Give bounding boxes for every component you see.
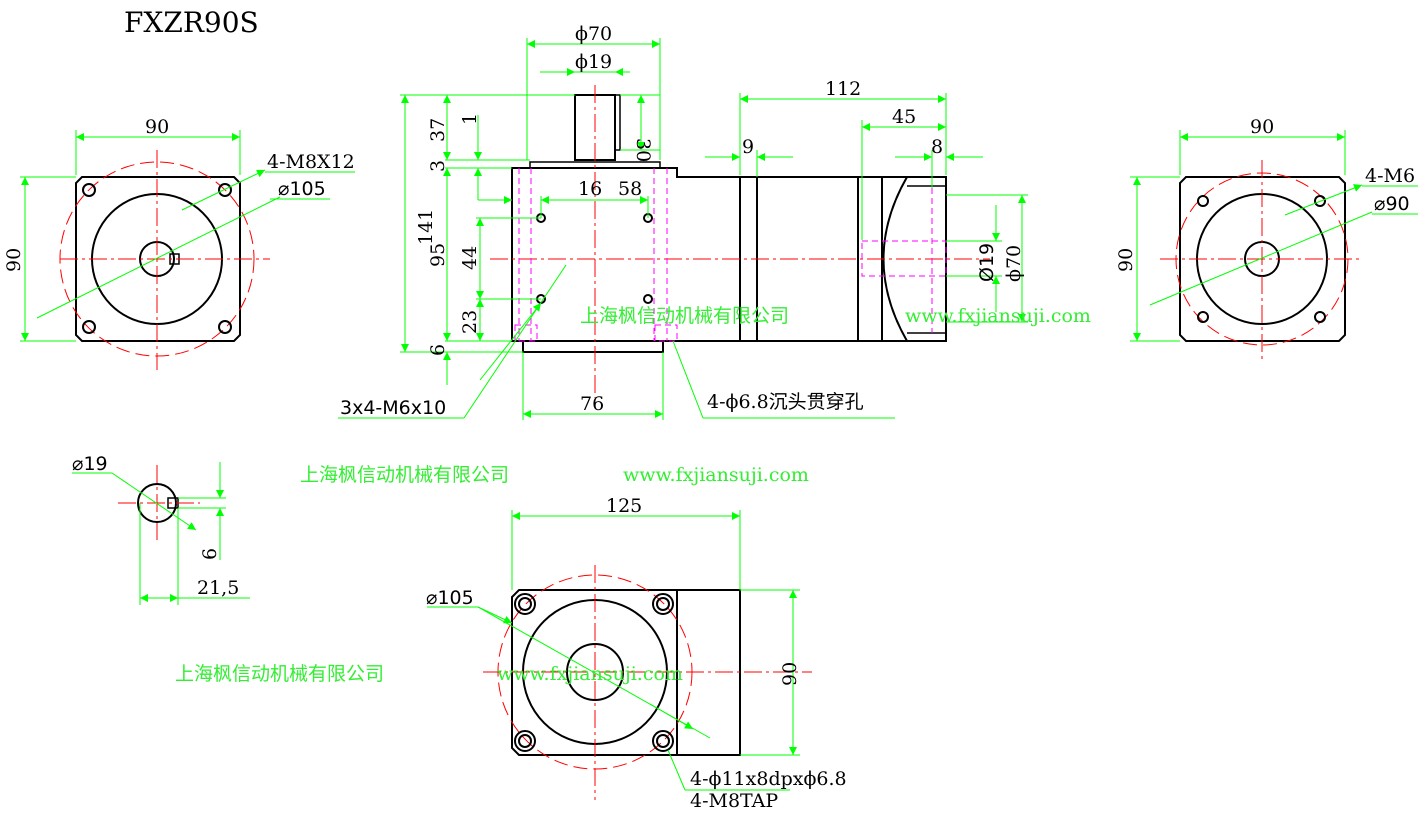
dim-30: 30 [632, 138, 654, 162]
watermark-url: www.fxjiansuji.com [623, 464, 809, 486]
through-hole-label: 4-ϕ6.8沉头贯穿孔 [707, 391, 864, 413]
tap-label: 3x4-M6x10 [340, 397, 446, 419]
watermark-company: 上海枫信动机械有限公司 [300, 464, 509, 486]
flange-square [1179, 176, 1346, 342]
dim-height: 90 [779, 662, 801, 686]
dim-d70: ϕ70 [575, 23, 612, 45]
dim-3: 3 [427, 160, 449, 172]
drawing-title: FXZR90S [124, 6, 259, 39]
key-width-label: 6 [199, 548, 221, 560]
shaft-height-label: 21,5 [197, 577, 239, 599]
dim-76: 76 [580, 393, 604, 415]
dim-16: 16 [578, 178, 602, 200]
dim-23: 23 [459, 310, 481, 334]
dim-height: 90 [3, 248, 25, 272]
pcd-label: ⌀105 [278, 178, 326, 200]
dim-bore19: Ø19 [976, 243, 998, 282]
dim-44: 44 [459, 246, 481, 270]
bottom-view: 125 90 ⌀105 4-ϕ11x8dpxϕ6.8 4-M8TAP [426, 495, 847, 812]
watermark-url: www.fxjiansuji.com [497, 663, 683, 685]
dim-37: 37 [427, 118, 449, 142]
shaft-section-view: ⌀19 6 21,5 [72, 453, 250, 605]
dim-6: 6 [427, 344, 449, 356]
dim-45: 45 [892, 106, 916, 128]
watermark-company: 上海枫信动机械有限公司 [175, 663, 384, 685]
dim-141: 141 [415, 209, 437, 245]
dim-height: 90 [1115, 248, 1137, 272]
dim-width: 125 [606, 495, 642, 517]
dim-bore70: ϕ70 [1003, 245, 1025, 282]
thread-label: 4-M6 [1365, 165, 1415, 187]
dia-label: ⌀19 [72, 453, 108, 475]
watermarks: 上海枫信动机械有限公司 www.fxjiansuji.com 上海枫信动机械有限… [175, 305, 1091, 685]
pcd-label: ⌀105 [426, 587, 474, 609]
dim-width: 90 [145, 116, 169, 138]
dim-1: 1 [459, 113, 481, 125]
dim-8: 8 [931, 136, 943, 158]
dim-width: 90 [1250, 116, 1274, 138]
dim-112: 112 [825, 78, 861, 100]
thread-label: 4-M8X12 [267, 151, 355, 173]
tap-label: 4-M8TAP [690, 790, 778, 812]
pcd-label: ⌀90 [1374, 193, 1410, 215]
output-flange-bottom [522, 340, 664, 353]
flange-square [75, 176, 241, 342]
dim-95: 95 [427, 243, 449, 267]
watermark-company: 上海枫信动机械有限公司 [580, 305, 789, 327]
watermark-url: www.fxjiansuji.com [905, 305, 1091, 327]
mount-holes [82, 183, 232, 334]
dim-58: 58 [618, 178, 642, 200]
right-end-view: 90 90 4-M6 ⌀90 [1115, 116, 1418, 360]
dim-d19: ϕ19 [575, 51, 612, 73]
shaft-key [614, 94, 621, 151]
counterbored-holes [514, 593, 674, 752]
counterbore-label: 4-ϕ11x8dpxϕ6.8 [690, 768, 847, 790]
dim-9: 9 [742, 136, 754, 158]
left-end-view: 90 90 4-M8X12 ⌀105 [3, 116, 355, 370]
front-view: ϕ70 ϕ19 112 45 9 8 141 37 3 95 6 1 30 44… [338, 23, 1028, 420]
